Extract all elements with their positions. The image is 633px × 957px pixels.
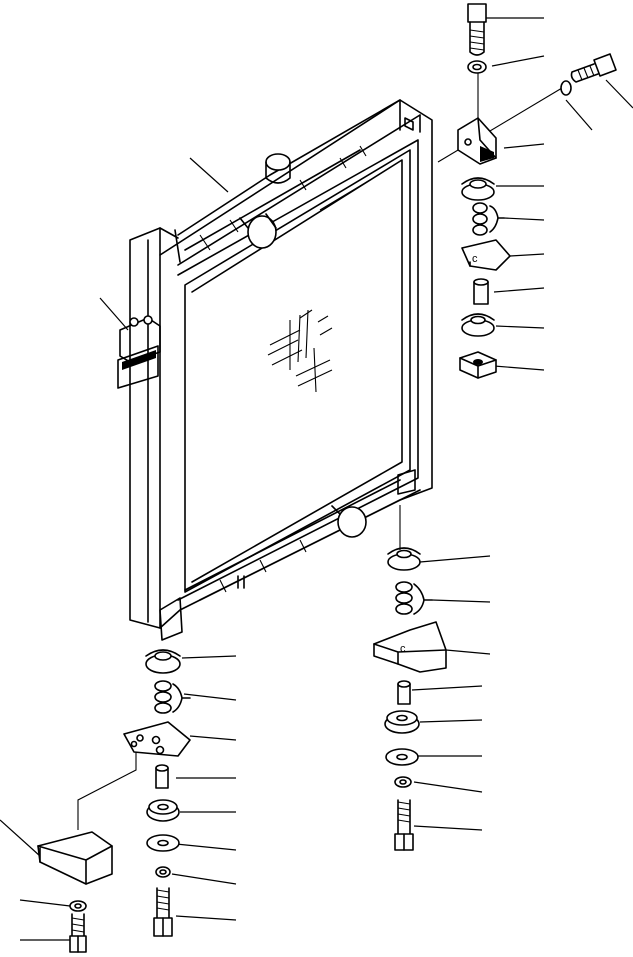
lower-left-mount-stack — [123, 649, 191, 937]
mount-plate-upper: c — [461, 239, 511, 271]
upper-right-mount-stack: c — [457, 3, 617, 379]
callout-leader-lines — [0, 17, 633, 941]
rubber-cushion-lower-left — [145, 649, 181, 674]
bolt-lower-left — [153, 887, 173, 937]
shim-3 — [472, 224, 488, 236]
radiator-core-assembly — [117, 99, 433, 641]
svg-text:c: c — [472, 253, 478, 265]
support-bracket-far-left — [37, 831, 113, 885]
rubber-cushion-lower-right — [387, 547, 421, 571]
shim-ll-2 — [154, 691, 172, 703]
washer-lower-right — [385, 748, 419, 766]
washer-lower-left — [146, 834, 180, 852]
shim-lr-2 — [395, 592, 413, 604]
mount-plate-lower-left — [123, 721, 191, 757]
cushion-lower-right-2 — [384, 710, 420, 734]
svg-text:c: c — [400, 643, 406, 655]
shim-lr-3 — [395, 603, 413, 615]
mount-pad-upper — [459, 351, 497, 379]
collar-lower-right — [397, 680, 411, 705]
rubber-cushion-upper — [461, 177, 495, 201]
shim-1 — [472, 202, 488, 214]
cushion-lower-left-2 — [146, 799, 180, 822]
washer-side — [560, 80, 572, 96]
shim-lr-1 — [395, 581, 413, 593]
bolt-top — [467, 3, 487, 56]
rubber-cushion-upper-2 — [461, 313, 495, 337]
lower-right-mount-stack: c — [373, 547, 447, 851]
shim-ll-3 — [154, 702, 172, 714]
collar-upper — [473, 278, 489, 305]
support-bracket-lower-right: c — [373, 621, 447, 673]
angle-bracket-top — [457, 117, 497, 165]
bolt-side — [570, 53, 617, 83]
collar-lower-left — [155, 764, 169, 789]
bolt-far-left — [69, 913, 87, 953]
shim-2 — [472, 213, 488, 225]
bolt-lower-right — [394, 799, 414, 851]
far-left-mount-stack — [37, 831, 113, 953]
shim-ll-1 — [154, 680, 172, 692]
